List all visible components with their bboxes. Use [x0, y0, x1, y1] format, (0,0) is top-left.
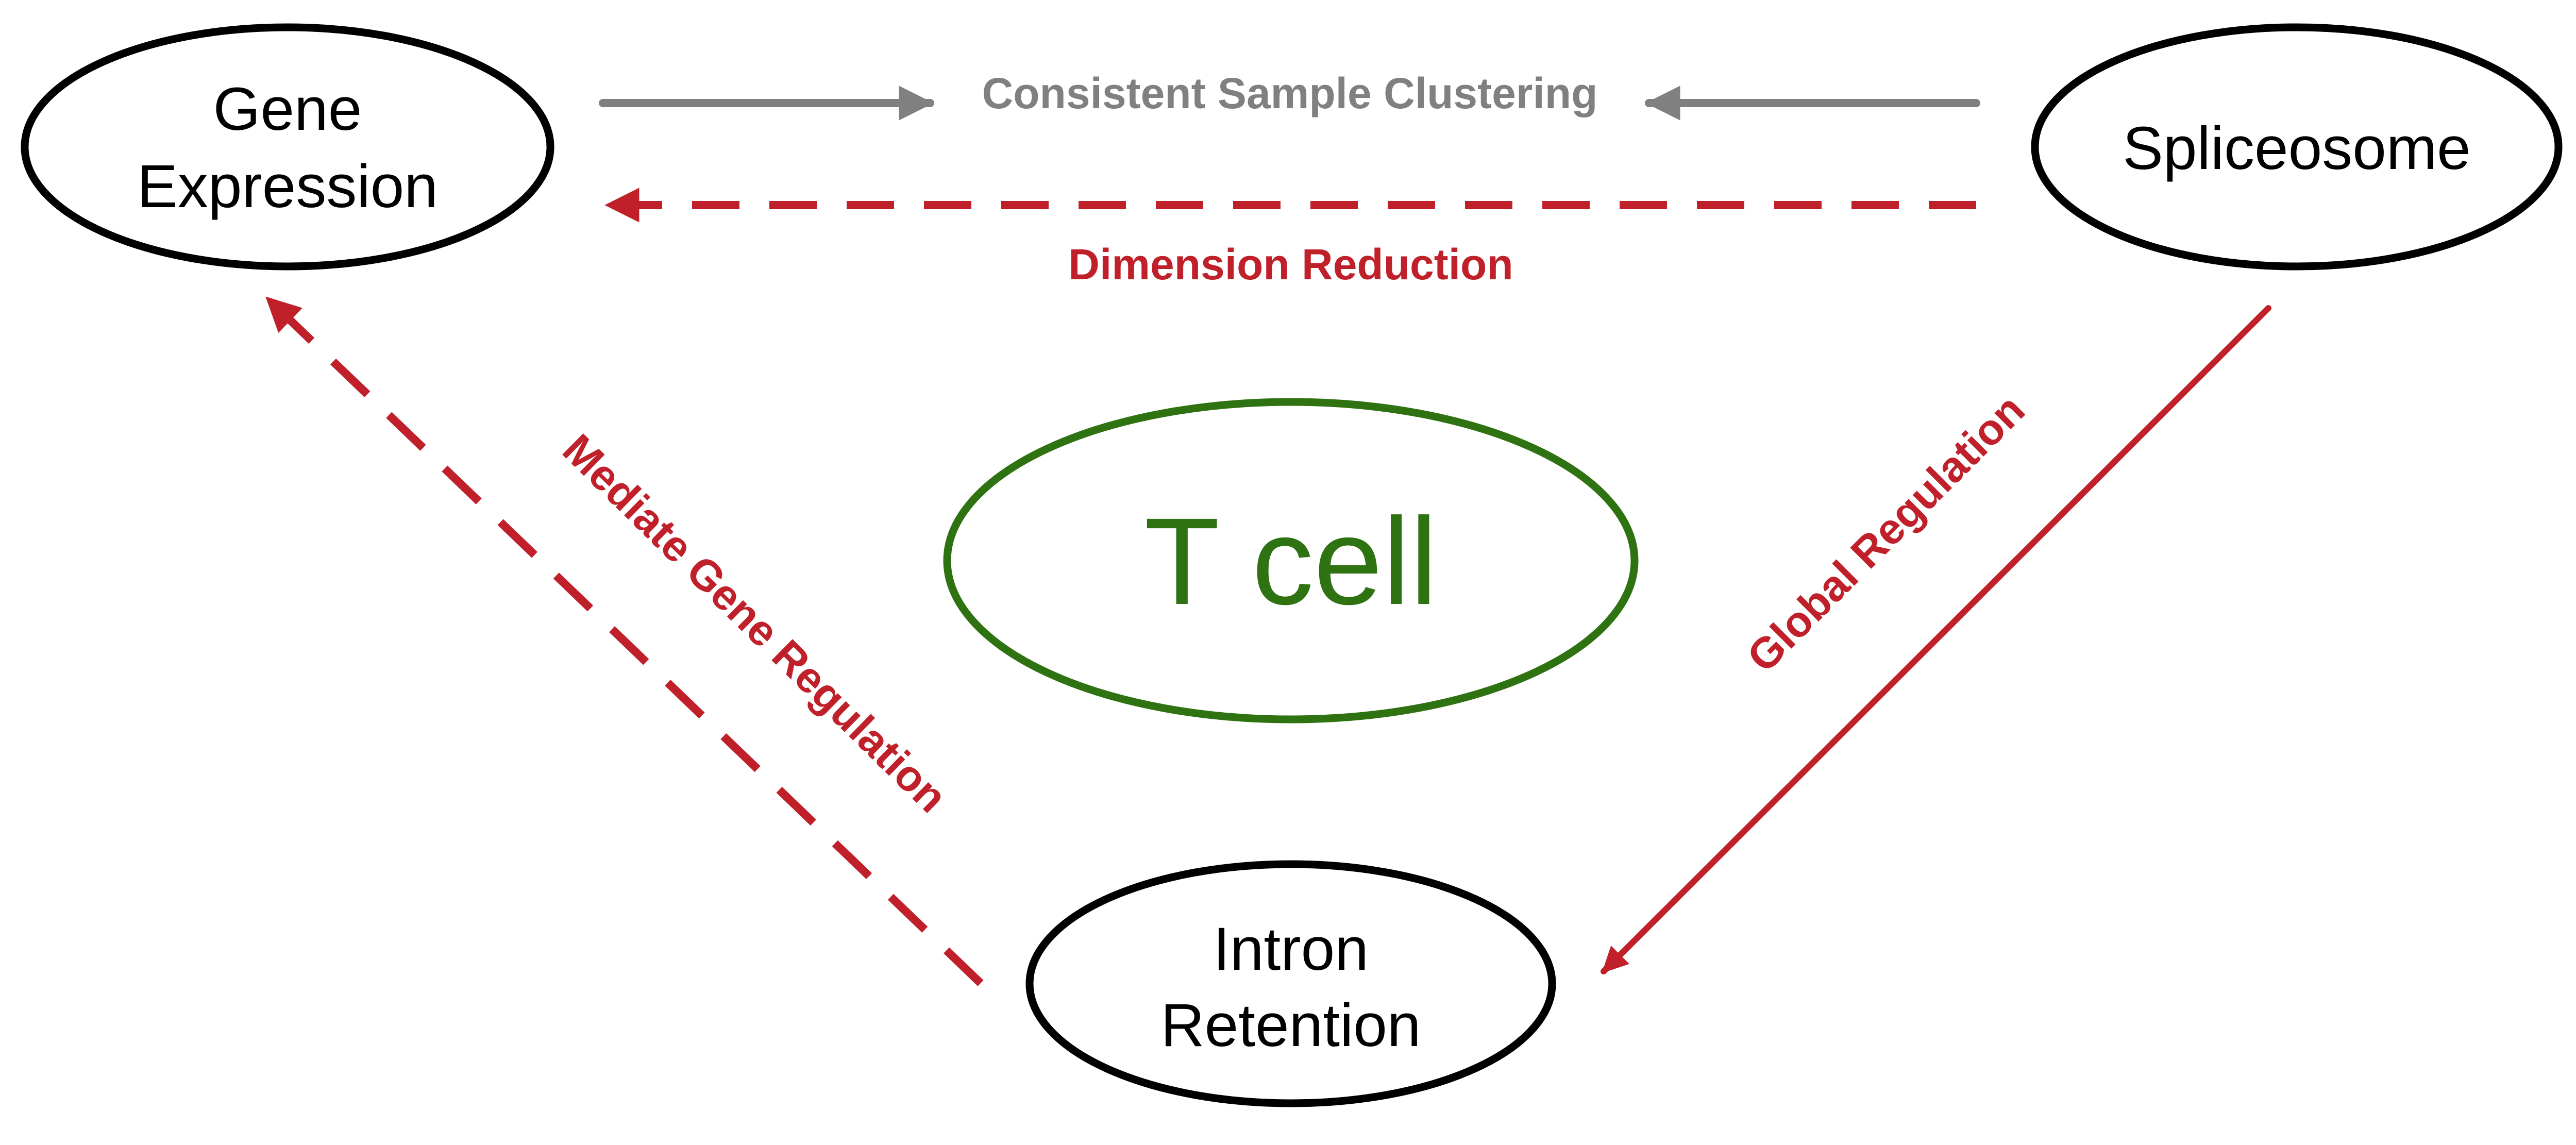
node-gene-expression: Gene Expression	[21, 23, 554, 271]
node-intron-retention: Intron Retention	[1025, 860, 1556, 1107]
edge-dimension-reduction: Dimension Reduction	[604, 188, 1976, 289]
edge-global-regulation: Global Regulation	[1601, 305, 2271, 974]
global-regulation-arrow	[1601, 305, 2271, 974]
consistent-sample-clustering-label: Consistent Sample Clustering	[982, 69, 1598, 117]
dimension-reduction-label: Dimension Reduction	[1068, 240, 1513, 289]
gene-expression-ellipse	[21, 23, 554, 271]
mediate-gene-regulation-arrow	[265, 296, 984, 986]
gene-expression-label-line2: Expression	[137, 153, 438, 221]
gene-expression-label-line1: Gene	[213, 75, 362, 143]
t-cell-ellipse	[943, 398, 1639, 723]
spliceosome-ellipse	[2031, 23, 2563, 271]
node-spliceosome: Spliceosome	[2031, 23, 2563, 271]
global-regulation-label: Global Regulation	[1738, 385, 2034, 681]
spliceosome-label: Spliceosome	[2123, 114, 2471, 182]
edge-consistent-sample-clustering: Consistent Sample Clustering	[599, 69, 1980, 121]
edge-mediate-gene-regulation: Mediate Gene Regulation	[265, 296, 984, 986]
t-cell-label: T cell	[1144, 492, 1437, 630]
intron-retention-ellipse	[1025, 860, 1556, 1107]
intron-retention-label-line1: Intron	[1213, 915, 1369, 983]
intron-retention-label-line2: Retention	[1160, 991, 1421, 1059]
node-t-cell: T cell	[943, 398, 1639, 723]
